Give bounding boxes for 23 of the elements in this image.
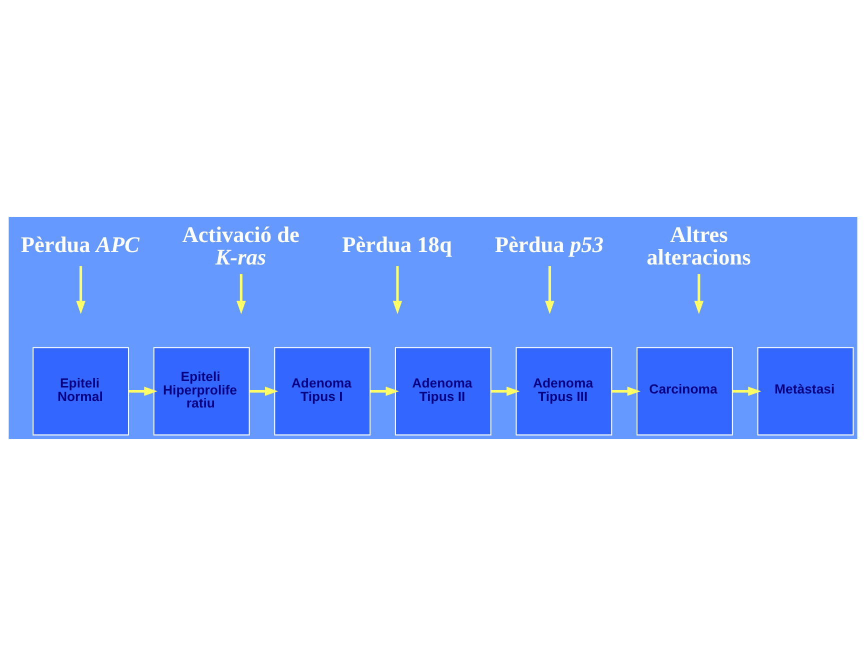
node-box: Epiteli Normal bbox=[32, 346, 129, 435]
node-text: Pèrdua APC bbox=[20, 232, 140, 257]
arrow bbox=[76, 266, 86, 314]
node-box: Adenoma Tipus I bbox=[274, 346, 371, 435]
node-box: Adenoma Tipus II bbox=[394, 346, 492, 435]
arrow bbox=[236, 274, 246, 314]
arrow bbox=[612, 386, 641, 396]
node-box: Epiteli Hiperprolife ratiu bbox=[153, 346, 250, 435]
arrow bbox=[732, 386, 762, 396]
arrow bbox=[491, 386, 520, 396]
node-box: Adenoma Tipus III bbox=[516, 346, 612, 435]
arrow bbox=[694, 274, 704, 314]
arrow bbox=[370, 386, 400, 396]
node-text: Pèrdua 18q bbox=[342, 232, 452, 257]
arrow bbox=[128, 386, 158, 396]
node-text: Activació de K-ras bbox=[182, 221, 300, 269]
node-text: Pèrdua p53 bbox=[494, 232, 604, 257]
arrow bbox=[250, 386, 278, 396]
node-box: Carcinoma bbox=[636, 346, 733, 435]
node-text: Altres alteracions bbox=[646, 221, 751, 269]
arrow bbox=[392, 266, 402, 314]
arrow bbox=[545, 266, 554, 314]
node-box: Metàstasi bbox=[757, 346, 854, 435]
